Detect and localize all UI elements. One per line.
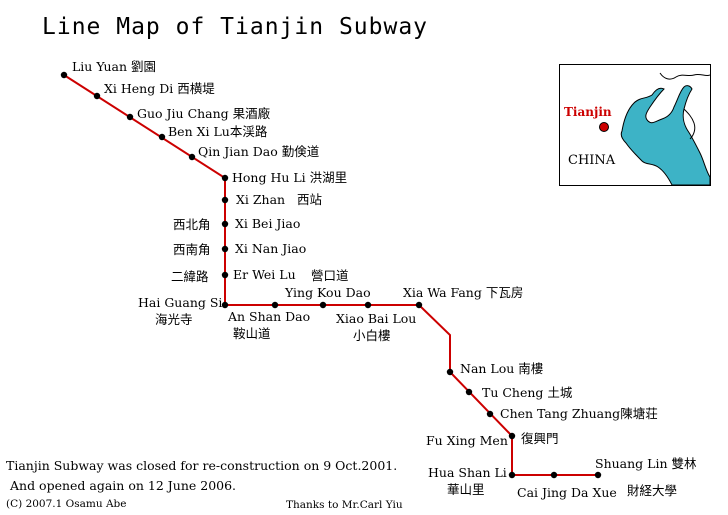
inset-sea (620, 85, 710, 185)
station-dot-chen-tang-zhuang[interactable] (486, 410, 494, 418)
station-dot-xiao-bai-lou[interactable] (364, 301, 372, 309)
inset-locator-map: Tianjin CHINA (559, 64, 711, 186)
station-dot-xi-zhan[interactable] (221, 196, 229, 204)
closure-note: Tianjin Subway was closed for re-constru… (6, 458, 398, 473)
map-title: Line Map of Tianjin Subway (42, 14, 429, 40)
station-dot-shuang-lin[interactable] (594, 471, 602, 479)
station-label-zh: 二緯路 (171, 269, 209, 284)
station-label-zh: 西南角 (173, 242, 211, 257)
station-label[interactable]: Tu Cheng 土城 (482, 385, 573, 400)
station-label-zh: 華山里 (447, 482, 485, 497)
station-dot-liu-yuan[interactable] (60, 71, 68, 79)
inset-map-graphic (599, 72, 710, 185)
station-dot-xia-wa-fang[interactable] (415, 301, 423, 309)
station-label[interactable]: Xi Nan Jiao (235, 241, 307, 256)
station-dot-guo-jiu-chang[interactable] (126, 113, 134, 121)
station-label[interactable]: Xi Bei Jiao (235, 216, 301, 231)
reopen-note: And opened again on 12 June 2006. (10, 478, 237, 493)
inset-coastline (683, 108, 696, 140)
station-dot-nan-lou[interactable] (446, 368, 454, 376)
station-label[interactable]: An Shan Dao (228, 309, 311, 324)
station-dot-hong-hu-li[interactable] (221, 174, 229, 182)
station-dot-er-wei-lu[interactable] (221, 271, 229, 279)
station-dot-qin-jian-dao[interactable] (188, 153, 196, 161)
station-dot-fu-xing-men[interactable] (508, 432, 516, 440)
station-label-zh: 西北角 (173, 217, 211, 232)
station-label-zh: 營口道 (311, 268, 349, 283)
station-label[interactable]: Hua Shan Li (428, 465, 507, 480)
station-label[interactable]: Xia Wa Fang 下瓦房 (403, 285, 524, 300)
station-label-zh: 海光寺 (155, 312, 193, 327)
station-label[interactable]: Shuang Lin 雙林 (595, 456, 697, 471)
station-label[interactable]: Cai Jing Da Xue (517, 485, 617, 500)
station-label-zh: 小白樓 (353, 328, 391, 343)
station-label[interactable]: Xiao Bai Lou (336, 311, 417, 326)
station-dot-hua-shan-li[interactable] (508, 471, 516, 479)
station-dot-an-shan-dao[interactable] (271, 301, 279, 309)
station-dot-ben-xi-lu[interactable] (158, 133, 166, 141)
station-label-zh: 鞍山道 (233, 326, 271, 341)
subway-route-line (63, 74, 598, 476)
station-label-zh: 財経大學 (627, 483, 678, 498)
station-label[interactable]: Fu Xing Men (426, 433, 508, 448)
station-label[interactable]: Nan Lou 南樓 (460, 361, 544, 376)
inset-city-label: Tianjin (564, 105, 612, 119)
station-dot-cai-jing-da-xue[interactable] (550, 471, 558, 479)
station-label[interactable]: Xi Heng Di 西横堤 (104, 81, 215, 96)
inset-country-label: CHINA (568, 153, 616, 168)
station-dot-xi-nan-jiao[interactable] (221, 245, 229, 253)
station-label[interactable]: Guo Jiu Chang 果酒廠 (137, 106, 271, 121)
inset-coastline (659, 72, 710, 80)
station-label[interactable]: Hong Hu Li 洪湖里 (232, 170, 348, 185)
station-label[interactable]: Ben Xi Lu本渓路 (168, 124, 268, 139)
station-label[interactable]: Chen Tang Zhuang陳塘荘 (500, 406, 658, 421)
thanks-credit: Thanks to Mr.Carl Yiu (286, 499, 403, 511)
station-label[interactable]: Hai Guang Si (138, 295, 223, 310)
station-label[interactable]: Er Wei Lu (233, 267, 296, 282)
station-label[interactable]: Xi Zhan 西站 (236, 192, 323, 207)
station-label-zh: 復興門 (521, 431, 559, 446)
station-label[interactable]: Liu Yuan 劉園 (72, 59, 157, 74)
station-label[interactable]: Qin Jian Dao 勤倹道 (198, 144, 320, 159)
station-dot-hai-guang-si[interactable] (221, 301, 229, 309)
inset-city-marker (599, 122, 609, 132)
station-dot-xi-bei-jiao[interactable] (221, 220, 229, 228)
copyright-credit: (C) 2007.1 Osamu Abe (6, 498, 127, 510)
station-label[interactable]: Ying Kou Dao (285, 285, 371, 300)
station-dot-tu-cheng[interactable] (465, 388, 473, 396)
station-dot-ying-kou-dao[interactable] (319, 301, 327, 309)
station-dot-xi-heng-di[interactable] (93, 92, 101, 100)
